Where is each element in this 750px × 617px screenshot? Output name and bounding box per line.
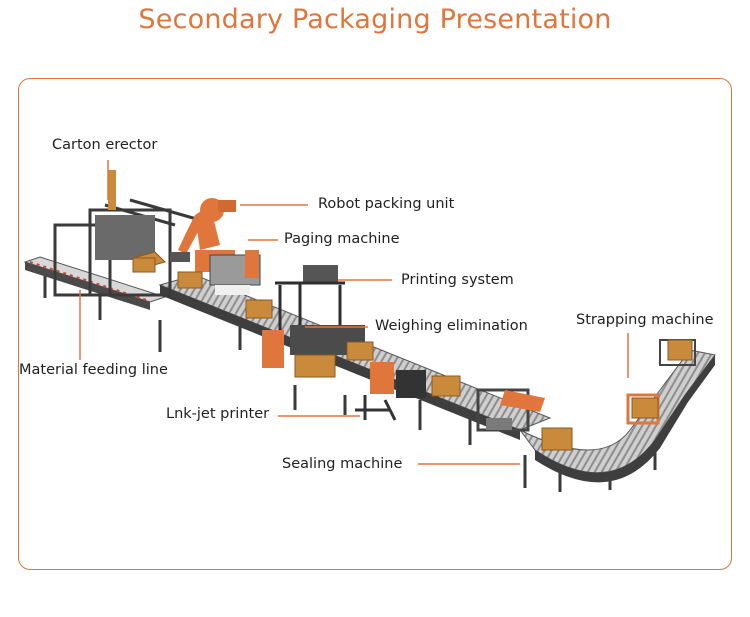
label-sealing-machine: Sealing machine xyxy=(282,456,403,472)
robot-arm xyxy=(170,198,236,272)
label-strapping-machine: Strapping machine xyxy=(576,312,714,328)
label-robot-packing-unit: Robot packing unit xyxy=(318,196,455,212)
label-printing-system: Printing system xyxy=(401,272,514,288)
weighing-section xyxy=(290,325,365,378)
label-material-feeding-line: Material feeding line xyxy=(19,362,168,378)
label-paging-machine: Paging machine xyxy=(284,231,400,247)
carton-erector-machine xyxy=(53,170,201,297)
sealing-machine-unit xyxy=(476,388,545,432)
control-cabinets xyxy=(262,330,426,398)
label-carton-erector: Carton erector xyxy=(52,137,158,153)
cartons xyxy=(132,251,693,451)
ink-jet-printer-machine xyxy=(355,395,397,421)
diagram-frame xyxy=(18,78,732,570)
page-title: Secondary Packaging Presentation xyxy=(138,4,612,35)
paging-machine xyxy=(209,250,261,295)
curved-conveyor xyxy=(519,349,716,483)
printing-system-machine xyxy=(275,265,345,355)
label-lnk-jet-printer: Lnk-jet printer xyxy=(166,406,270,422)
label-weighing-elimination: Weighing elimination xyxy=(375,318,528,334)
callout-lines xyxy=(79,160,629,465)
